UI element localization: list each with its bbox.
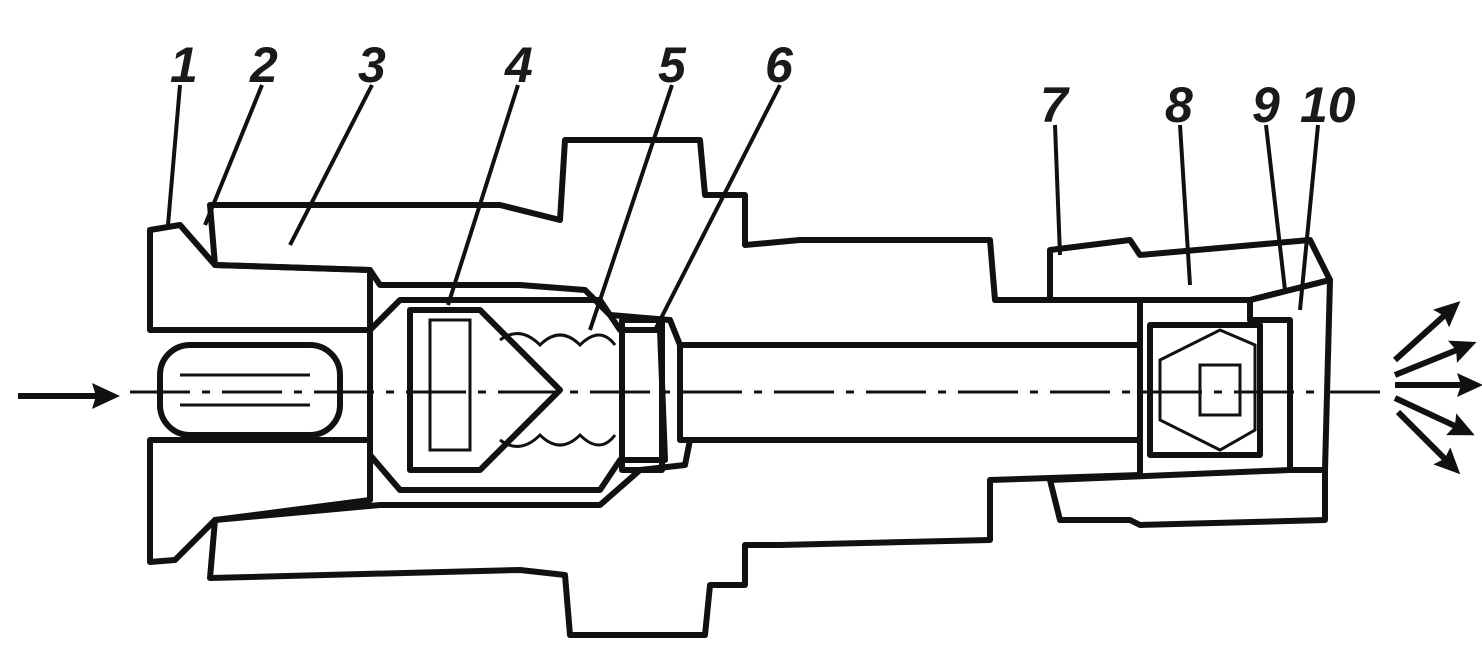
label-2: 2 (249, 37, 278, 93)
leader-4 (446, 84, 520, 306)
label-6: 6 (765, 37, 794, 93)
inlet-filter-slots (180, 373, 310, 407)
label-5: 5 (658, 37, 687, 93)
leader-1 (166, 84, 182, 226)
seal-ring (619, 317, 665, 473)
spray-arrow-4 (1393, 395, 1475, 436)
label-4: 4 (504, 37, 533, 93)
label-8: 8 (1165, 77, 1193, 133)
spray-arrow-1 (1392, 301, 1461, 363)
spray-arrow-3 (1395, 373, 1482, 397)
leader-lines (166, 84, 1320, 331)
outlet-spray-arrows (1392, 301, 1482, 475)
leader-10 (1298, 124, 1320, 311)
valve-spring (499, 332, 617, 448)
swirl-insert-detail (1158, 328, 1257, 452)
central-bore (677, 342, 1143, 443)
spray-arrow-5 (1395, 409, 1461, 475)
leader-2 (203, 84, 264, 226)
leader-8 (1178, 124, 1192, 286)
label-9: 9 (1252, 77, 1280, 133)
sleeve-lower (207, 437, 1143, 638)
internal-parts (157, 297, 1263, 493)
part-labels: 1 2 3 4 5 6 7 8 9 10 (170, 37, 1356, 133)
leader-6 (653, 84, 782, 331)
leader-3 (288, 84, 374, 246)
inlet-cap-lower (147, 437, 373, 565)
valve-seat-disc (428, 318, 472, 452)
outlet-tip (1247, 277, 1333, 473)
swirl-core (1198, 363, 1242, 417)
valve-poppet (407, 307, 563, 473)
label-7: 7 (1040, 77, 1070, 133)
leader-9 (1264, 124, 1287, 291)
inlet-flow-arrow (18, 383, 120, 409)
sleeve-upper (207, 137, 1143, 348)
swirl-insert (1147, 322, 1263, 458)
inlet-filter (157, 342, 343, 438)
label-1: 1 (170, 37, 198, 93)
nut-lower (1047, 467, 1328, 528)
leader-5 (588, 84, 674, 331)
label-10: 10 (1300, 77, 1356, 133)
label-3: 3 (358, 37, 386, 93)
leader-7 (1053, 124, 1062, 256)
spray-arrow-2 (1393, 340, 1477, 378)
inlet-cap-upper (147, 222, 373, 333)
